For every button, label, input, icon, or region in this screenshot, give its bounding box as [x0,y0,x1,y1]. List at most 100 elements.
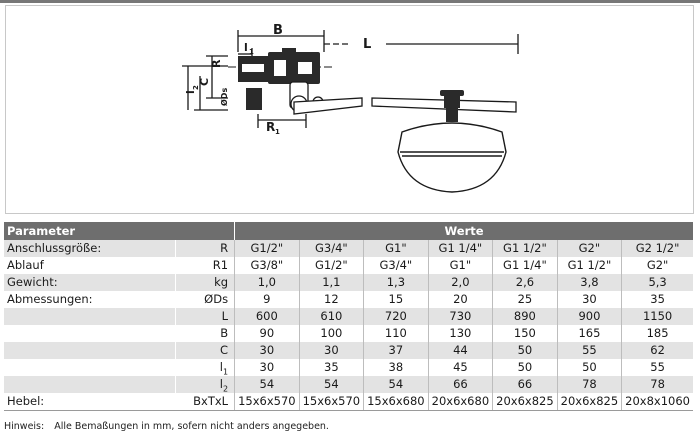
row-value: 610 [299,308,365,325]
row-value: G1" [363,240,429,257]
dim-label-b: B [273,23,283,38]
row-value: 185 [621,325,693,342]
row-value: 30 [557,291,623,308]
row-value: 890 [492,308,558,325]
row-value: 25 [492,291,558,308]
row-value: 720 [363,308,429,325]
svg-text:1: 1 [249,48,254,56]
row-value: 20 [428,291,494,308]
row-value: 5,3 [621,274,693,291]
row-value: 1150 [621,308,693,325]
row-value: 54 [234,376,300,393]
row-value: G1 1/4" [428,240,494,257]
footnote-text: Alle Bemaßungen in mm, sofern nicht ande… [54,421,329,432]
row-value: G1 1/2" [492,240,558,257]
technical-drawing: B L l 1 R C l 2 ØDs R 1 [5,5,694,214]
header-parameter: Parameter [4,222,236,240]
row-value: G1" [428,257,494,274]
top-rule [0,0,700,3]
row-value: 30 [234,359,300,376]
row-label [4,325,177,342]
row-value: 150 [492,325,558,342]
row-value: 1,1 [299,274,365,291]
row-value: G3/4" [299,240,365,257]
row-symbol: BxTxL [175,393,236,411]
row-symbol: B [175,325,236,342]
row-value: G1/2" [299,257,365,274]
row-value: 54 [299,376,365,393]
row-symbol: L [175,308,236,325]
row-value: 38 [363,359,429,376]
row-symbol: R [175,240,236,257]
row-label: Ablauf [4,257,177,274]
header-values: Werte [234,222,693,240]
row-value: 30 [299,342,365,359]
row-value: 35 [621,291,693,308]
dim-label-c: C [198,78,211,86]
row-value: 1,3 [363,274,429,291]
float-valve-drawing: B L l 1 R C l 2 ØDs R 1 [182,23,519,193]
row-value: G3/8" [234,257,300,274]
footnote-label: Hinweis: [4,421,45,432]
row-symbol: l1 [175,359,236,376]
row-label: Abmessungen: [4,291,177,308]
row-value: G2 1/2" [621,240,693,257]
row-value: 55 [557,342,623,359]
row-value: 100 [299,325,365,342]
row-value: 1,0 [234,274,300,291]
row-value: 37 [363,342,429,359]
row-value: 45 [428,359,494,376]
row-value: 900 [557,308,623,325]
row-label [4,359,177,376]
row-value: 165 [557,325,623,342]
row-value: 9 [234,291,300,308]
row-value: G1 1/4" [492,257,558,274]
row-value: 30 [234,342,300,359]
row-value: 130 [428,325,494,342]
row-value: 78 [621,376,693,393]
row-value: 62 [621,342,693,359]
row-label [4,342,177,359]
row-value: 15x6x680 [363,393,429,411]
row-value: 15x6x570 [234,393,300,411]
row-value: 50 [557,359,623,376]
row-label: Anschlussgröße: [4,240,177,257]
dim-label-l: L [363,37,371,52]
row-value: 66 [492,376,558,393]
row-value: 730 [428,308,494,325]
row-value: 3,8 [557,274,623,291]
row-value: 50 [492,359,558,376]
row-value: 20x6x680 [428,393,494,411]
row-value: G2" [557,240,623,257]
row-value: 54 [363,376,429,393]
row-value: 20x6x825 [557,393,623,411]
row-value: G3/4" [363,257,429,274]
row-value: 66 [428,376,494,393]
dim-label-r1: R [266,120,275,134]
svg-text:1: 1 [275,128,280,136]
row-value: 15 [363,291,429,308]
row-value: 50 [492,342,558,359]
dim-label-l2: l [184,90,197,94]
row-value: 2,6 [492,274,558,291]
row-label [4,308,177,325]
footnote: Hinweis: Alle Bemaßungen in mm, sofern ni… [4,421,329,432]
row-label: Hebel: [4,393,177,411]
row-value: 55 [621,359,693,376]
row-value: 78 [557,376,623,393]
row-value: 12 [299,291,365,308]
dim-label-l1: l [244,41,248,54]
row-value: G1 1/2" [557,257,623,274]
row-value: 2,0 [428,274,494,291]
row-symbol: R1 [175,257,236,274]
row-value: 20x8x1060 [621,393,693,411]
row-label: Gewicht: [4,274,177,291]
row-symbol: ØDs [175,291,236,308]
